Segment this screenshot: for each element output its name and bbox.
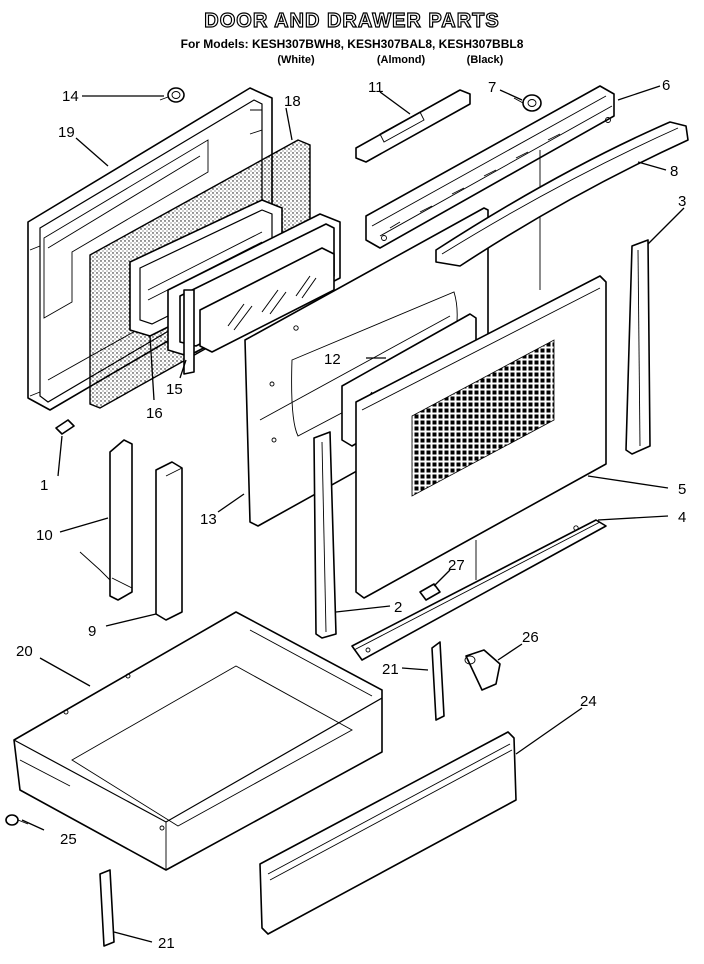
- part-5-outer-door: [355, 275, 607, 599]
- color-white: (White): [277, 54, 315, 66]
- part-14-screw: [159, 87, 185, 103]
- callout-24: 24: [580, 693, 597, 710]
- callout-19: 19: [58, 124, 75, 141]
- part-4-bottom-trim: [351, 519, 607, 661]
- part-20-drawer: [13, 611, 383, 871]
- leader-lines: [21, 85, 685, 943]
- callout-21-lower: 21: [158, 935, 175, 952]
- part-27-clip: [419, 583, 441, 601]
- callout-16: 16: [146, 405, 163, 422]
- color-black: (Black): [467, 54, 504, 66]
- callout-2: 2: [394, 599, 402, 616]
- callout-1: 1: [40, 477, 48, 494]
- callout-11: 11: [368, 79, 384, 96]
- callout-10: 10: [36, 527, 53, 544]
- part-7-screw: [513, 94, 542, 112]
- part-25-screw: [5, 814, 29, 826]
- callout-5: 5: [678, 481, 686, 498]
- color-almond: (Almond): [377, 54, 426, 66]
- part-2-side-trim-left: [313, 431, 337, 639]
- callout-27: 27: [448, 557, 465, 574]
- part-21-drawer-bracket-lower: [99, 869, 115, 947]
- callout-15: 15: [166, 381, 183, 398]
- part-11-hinge-bracket: [355, 89, 471, 163]
- part-10-slide-bracket: [79, 439, 133, 601]
- part-3-side-trim-right: [625, 239, 651, 455]
- callout-26: 26: [522, 629, 539, 646]
- part-26-bumper: [464, 649, 501, 691]
- part-21-drawer-bracket-upper: [431, 641, 445, 721]
- part-8-door-handle: [435, 121, 689, 267]
- callout-numbers: 14 19 18 11 7 6 8 3 12 5 4 16 15 1 10 13…: [16, 77, 686, 952]
- callout-13: 13: [200, 511, 217, 528]
- callout-8: 8: [670, 163, 678, 180]
- part-6-top-trim: [365, 85, 615, 290]
- callout-7: 7: [488, 79, 496, 96]
- callout-9: 9: [88, 623, 96, 640]
- part-9-side-post: [155, 461, 183, 621]
- callout-25: 25: [60, 831, 77, 848]
- models-line: For Models: KESH307BWH8, KESH307BAL8, KE…: [181, 37, 524, 51]
- callout-20: 20: [16, 643, 33, 660]
- callout-18: 18: [284, 93, 301, 110]
- callout-4: 4: [678, 509, 686, 526]
- callout-3: 3: [678, 193, 686, 210]
- part-24-drawer-front: [259, 731, 517, 935]
- diagram-title: DOOR AND DRAWER PARTS: [204, 10, 499, 32]
- callout-14: 14: [62, 88, 79, 105]
- callout-12: 12: [324, 351, 341, 368]
- callout-6: 6: [662, 77, 670, 94]
- callout-21-upper: 21: [382, 661, 399, 678]
- part-1-clip: [55, 419, 75, 435]
